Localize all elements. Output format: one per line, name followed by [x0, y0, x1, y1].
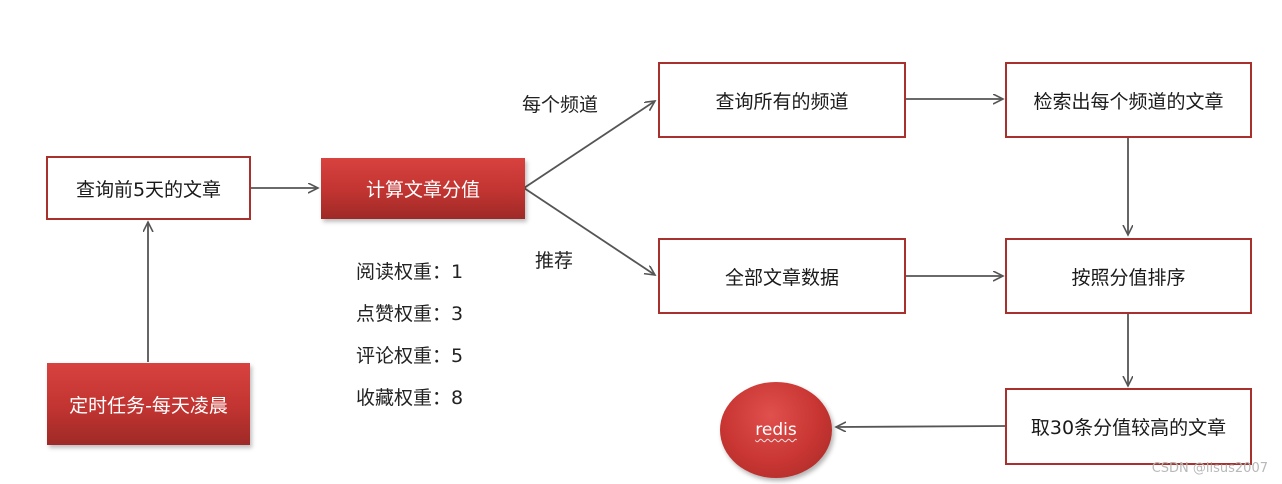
watermark: CSDN @lisus2007 [1151, 461, 1268, 476]
arrow-calc-to-all [523, 187, 655, 275]
edge-label-per-channel: 每个频道 [522, 94, 599, 116]
query-5days-node: 查询前5天的文章 [46, 156, 251, 220]
search-per-channel-node: 检索出每个频道的文章 [1005, 62, 1252, 138]
edge-label-recommend: 推荐 [535, 250, 574, 272]
calc-score-node: 计算文章分值 [321, 158, 525, 219]
weight-read: 阅读权重：1 [356, 261, 464, 283]
arrow-calc-to-channels [523, 101, 655, 189]
weight-collect: 收藏权重：8 [356, 387, 464, 409]
all-articles-node: 全部文章数据 [658, 238, 906, 314]
weight-comment: 评论权重：5 [356, 345, 464, 367]
take-top30-node: 取30条分值较高的文章 [1005, 388, 1252, 465]
sort-by-score-node: 按照分值排序 [1005, 238, 1252, 314]
arrow-top30-to-redis [836, 426, 1006, 427]
timer-task-node: 定时任务-每天凌晨 [47, 363, 250, 445]
redis-node: redis [720, 382, 832, 478]
weight-like: 点赞权重：3 [356, 303, 464, 325]
query-channels-node: 查询所有的频道 [658, 62, 906, 138]
redis-label: redis [755, 420, 797, 440]
